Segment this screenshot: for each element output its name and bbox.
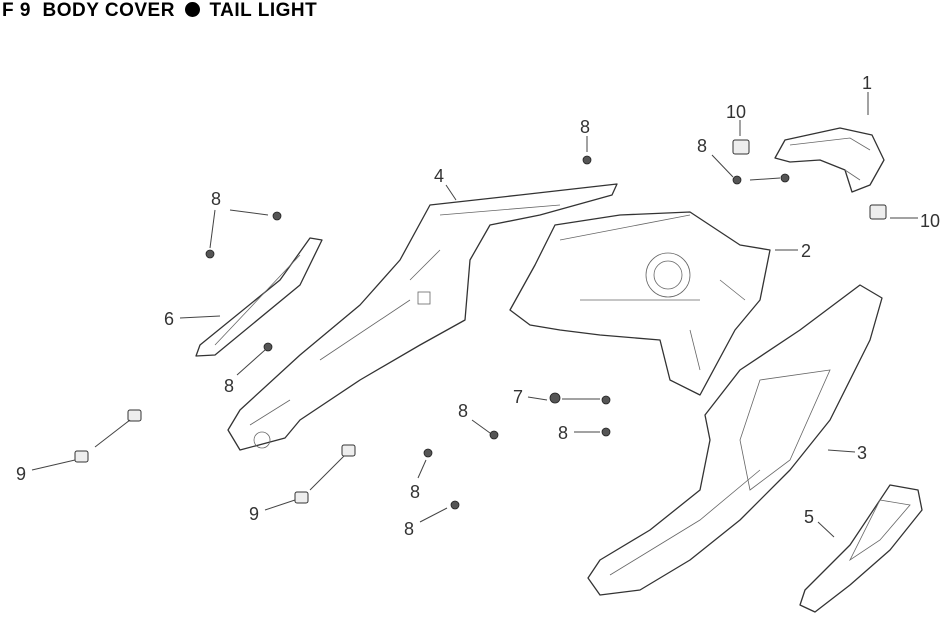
part-2-tail-light-housing [509,211,771,396]
callout-8: 8 [580,117,590,137]
callout-8: 8 [224,376,234,396]
clip-9-d [294,491,309,504]
part-5-bracket [799,484,923,613]
callout-8: 8 [404,519,414,539]
callout-8: 8 [211,189,221,209]
callout-10: 10 [726,102,746,122]
clip-10-right [869,204,887,220]
callout-10: 10 [920,211,940,231]
title-tail-light: TAIL LIGHT [209,0,318,21]
callout-5: 5 [804,507,814,527]
callout-8: 8 [558,423,568,443]
diagram-title: F 9 BODY COVER TAIL LIGHT [2,0,317,22]
title-body-cover: BODY COVER [42,0,175,21]
part-1-tail-cover [774,127,885,193]
callout-8: 8 [458,401,468,421]
callout-8: 8 [697,136,707,156]
callout-9: 9 [249,504,259,524]
callout-4: 4 [434,166,444,186]
leader-lines [31,92,918,538]
part-3-right-side-cover [587,284,883,596]
clip-9-a [127,409,142,422]
clip-10-top [732,139,750,155]
callout-6: 6 [164,309,174,329]
callout-9: 9 [16,464,26,484]
callout-2: 2 [801,241,811,261]
clip-9-b [74,450,89,463]
clip-9-c [341,444,356,457]
callout-3: 3 [857,443,867,463]
screws [205,155,790,510]
callout-8: 8 [410,482,420,502]
part-6-trim-strip [195,237,323,357]
callout-7: 7 [513,387,523,407]
callout-1: 1 [862,73,872,93]
figure-code: F 9 [2,0,31,21]
part-4-left-side-cover [227,183,618,451]
bullet-icon [184,2,200,17]
